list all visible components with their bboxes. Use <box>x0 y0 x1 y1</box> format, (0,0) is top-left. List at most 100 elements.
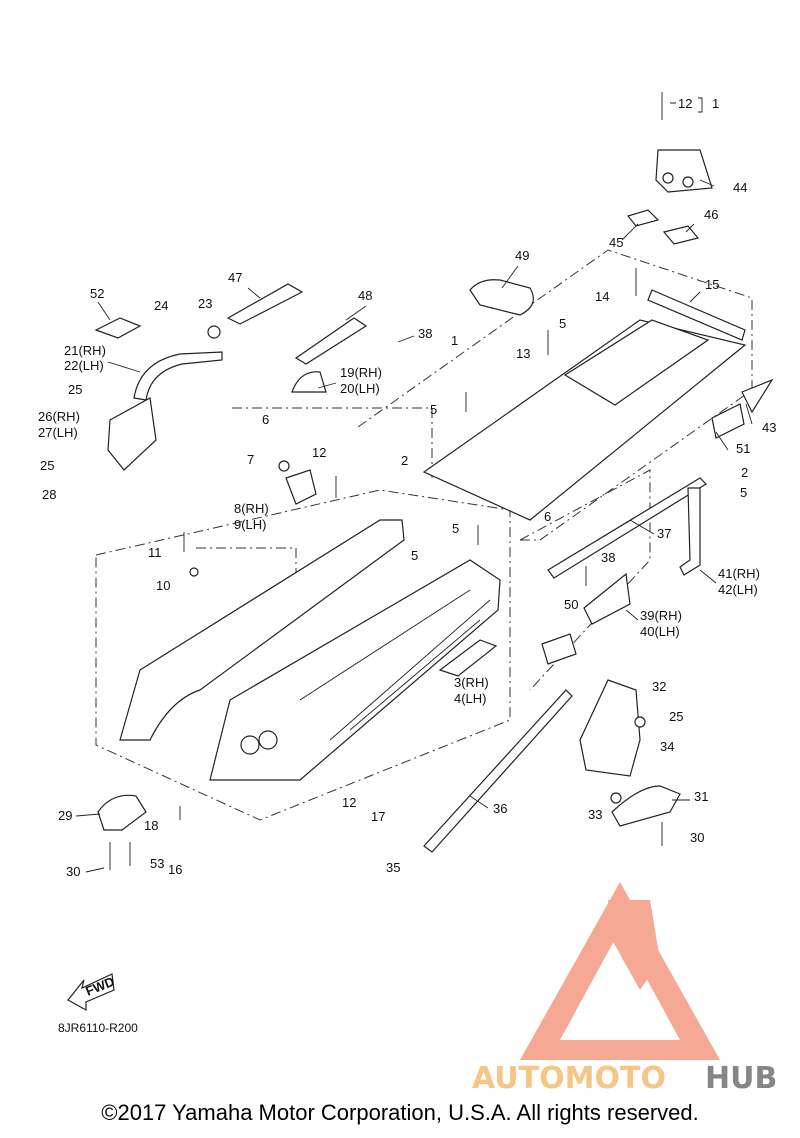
part-label: 4(LH) <box>454 691 487 706</box>
part-label: 5 <box>740 485 747 500</box>
step-29 <box>97 794 147 831</box>
part-label: 15 <box>705 277 719 292</box>
part-label: 23 <box>198 296 212 311</box>
part-label: 36 <box>493 801 507 816</box>
part-label: 1 <box>451 333 458 348</box>
arm-41-42 <box>679 487 701 576</box>
bracket-51 <box>711 403 745 439</box>
part-label: 47 <box>228 270 242 285</box>
part-label: 5 <box>430 402 437 417</box>
rod-36 <box>423 689 573 853</box>
step-31 <box>611 785 681 827</box>
part-label: 25 <box>40 458 54 473</box>
bracket-26-27 <box>107 397 157 471</box>
part-label: 38 <box>601 550 615 565</box>
bracket-39-40 <box>583 572 631 625</box>
bracket-3-4 <box>438 639 498 677</box>
leader-lines <box>75 97 753 873</box>
part-label: 48 <box>358 288 372 303</box>
part-label: 24 <box>154 298 168 313</box>
bracket-44 <box>655 149 713 193</box>
part-label: 7 <box>247 452 254 467</box>
bracket-32 <box>579 679 641 777</box>
part-label: 25 <box>68 382 82 397</box>
part-label: 45 <box>609 235 623 250</box>
part-label: 20(LH) <box>340 381 380 396</box>
cover-19-20 <box>291 371 327 393</box>
fasteners <box>109 92 663 870</box>
part-label: 8(RH) <box>234 501 269 516</box>
part-label: 41(RH) <box>718 566 760 581</box>
rail-15 <box>647 289 746 341</box>
part-label: 42(LH) <box>718 582 758 597</box>
plate-43 <box>741 378 774 414</box>
fwd-arrow-icon: FWD <box>67 973 117 1012</box>
part-label: 5 <box>411 548 418 563</box>
part-label: 37 <box>657 526 671 541</box>
frame-rail-right <box>209 559 501 781</box>
cap-52 <box>94 317 142 339</box>
part-label: 46 <box>704 207 718 222</box>
part-label: 16 <box>168 862 182 877</box>
part-label: 18 <box>144 818 158 833</box>
part-label: 19(RH) <box>340 365 382 380</box>
part-label: 21(RH) <box>64 343 106 358</box>
part-label: 3(RH) <box>454 675 489 690</box>
part-label: 31 <box>694 789 708 804</box>
part-label: 12 <box>342 795 356 810</box>
part-label: 29 <box>58 808 72 823</box>
part-label: 39(RH) <box>640 608 682 623</box>
part-label: 1 <box>712 96 719 111</box>
part-label: 28 <box>42 487 56 502</box>
part-label: 12 <box>312 445 326 460</box>
part-label: 53 <box>150 856 164 871</box>
part-label: 25 <box>669 709 683 724</box>
panel-49 <box>469 279 534 316</box>
part-label: 34 <box>660 739 674 754</box>
part-label: 32 <box>652 679 666 694</box>
part-label: 35 <box>386 860 400 875</box>
watermark-text-1: AUTOMOTO <box>472 1061 666 1096</box>
part-label: 43 <box>762 420 776 435</box>
diagram-code: 8JR6110-R200 <box>58 1021 138 1035</box>
part-label: 11 <box>148 545 162 560</box>
part-label: 40(LH) <box>640 624 680 639</box>
part-label: 30 <box>66 864 80 879</box>
part-label: 13 <box>516 346 530 361</box>
strip-37 <box>547 477 707 579</box>
part-label: 52 <box>90 286 104 301</box>
pad-48 <box>294 317 368 365</box>
part-label: 50 <box>564 597 578 612</box>
pad-47 <box>226 283 304 325</box>
part-label: 44 <box>733 180 747 195</box>
part-label: 10 <box>156 578 170 593</box>
part-label: 26(RH) <box>38 409 80 424</box>
part-label: 5 <box>559 316 566 331</box>
automotohub-logo: AUTOMOTO HUB <box>472 882 777 1096</box>
part-label: 17 <box>371 809 385 824</box>
brace-21-22 <box>133 351 223 401</box>
part-label: 9(LH) <box>234 517 267 532</box>
part-label: 38 <box>418 326 432 341</box>
part-label: 12 <box>678 96 692 111</box>
top-plate-13 <box>422 319 747 521</box>
part-label: 33 <box>588 807 602 822</box>
part-label: 2 <box>741 465 748 480</box>
frame-rail-left <box>119 519 405 741</box>
part-label: 5 <box>452 521 459 536</box>
pad-46 <box>662 225 700 245</box>
part-label: 14 <box>595 289 609 304</box>
bracket-8-9 <box>285 469 317 505</box>
block-50 <box>541 633 577 665</box>
part-label: 30 <box>690 830 704 845</box>
part-label: 2 <box>401 453 408 468</box>
pad-45 <box>626 209 660 227</box>
part-label: 27(LH) <box>38 425 78 440</box>
watermark-text-2: HUB <box>705 1061 777 1096</box>
part-label: 51 <box>736 441 750 456</box>
part-label: 49 <box>515 248 529 263</box>
part-label: 22(LH) <box>64 358 104 373</box>
part-label: 6 <box>262 412 269 427</box>
